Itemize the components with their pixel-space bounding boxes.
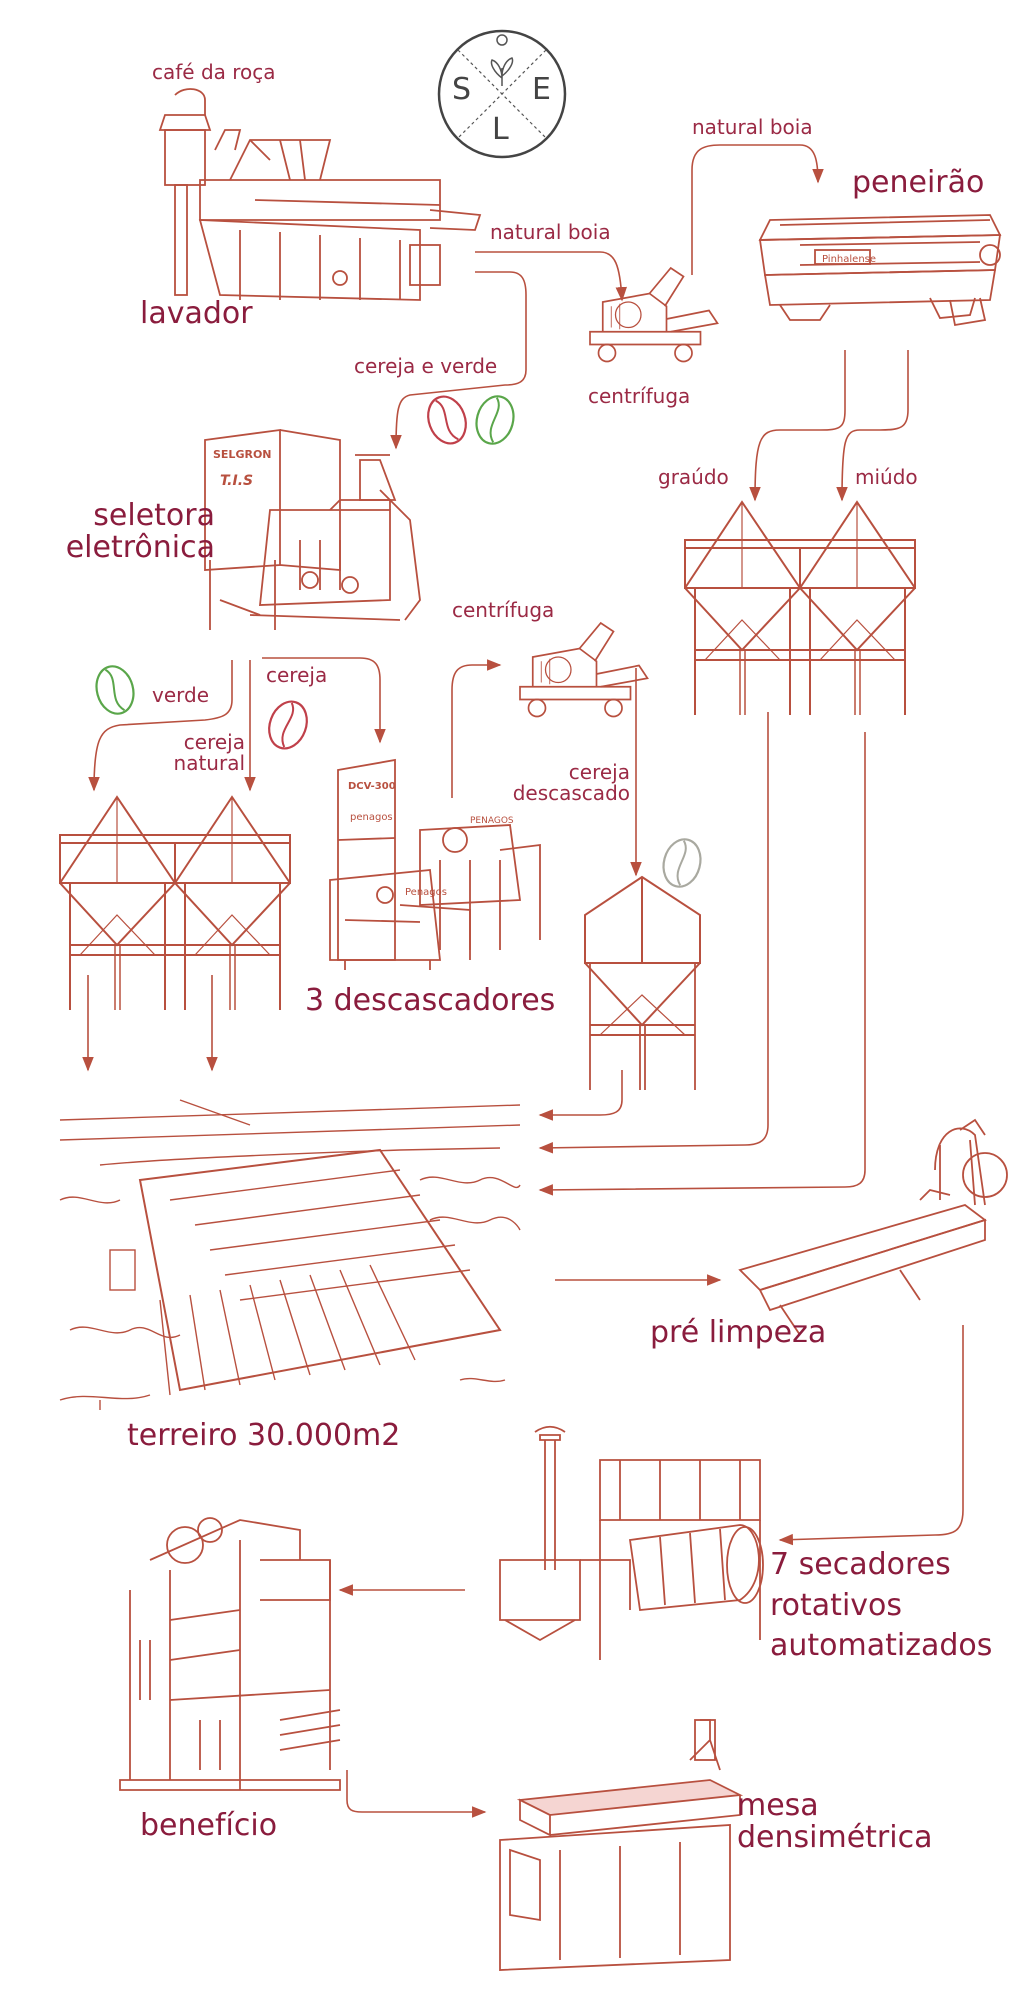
label-centrifuga-1: centrífuga [588, 384, 691, 408]
label-7-secadores: 7 secadores rotativos automatizados [770, 1545, 1020, 1667]
bean-red-icon-2 [261, 695, 315, 755]
flow-arrows [82, 144, 964, 1818]
label-seletora-eletronica: seletora eletrônica [45, 500, 215, 563]
beneficio-machine-icon [119, 1517, 341, 1791]
secadores-machine-icon [499, 1425, 764, 1660]
label-mesa-densimetrica: mesa densimétrica [737, 1790, 977, 1853]
arrow-seletora-cereja [262, 657, 386, 744]
mesa-densimetrica-machine-icon [499, 1719, 744, 1971]
centrifuga-1-icon [589, 267, 719, 363]
label-natural-boia-1: natural boia [490, 220, 611, 244]
label-cereja-natural: cereja natural [150, 732, 245, 774]
pre-limpeza-machine-icon [738, 1118, 1008, 1336]
label-terreiro: terreiro 30.000m2 [127, 1418, 401, 1453]
seletora-machine-icon [204, 428, 421, 630]
label-centrifuga-2: centrífuga [452, 598, 555, 622]
dcv-brand: DCV-300 [348, 781, 396, 792]
silo-graudo-miudo-icon [684, 501, 916, 716]
arrow-lavador-seletora [390, 271, 527, 450]
label-seletora-text: seletora eletrônica [65, 498, 215, 565]
selgron-brand: SELGRON [213, 448, 272, 461]
label-graudo: graúdo [658, 465, 729, 489]
arrow-descascador-centrifuga [451, 659, 502, 798]
label-3-descascadores: 3 descascadores [305, 983, 556, 1018]
label-lavador: lavador [140, 296, 253, 331]
label-cereja-natural-text: cereja natural [173, 730, 245, 775]
arrow-miudo-terreiro [538, 732, 866, 1196]
label-cereja-descascado-text: cereja descascado [512, 760, 630, 805]
penagos-brand-3: Penagos [405, 887, 447, 898]
label-peneirao: peneirão [852, 165, 985, 200]
centrifuga-2-icon [519, 622, 649, 718]
label-cafe-da-roca: café da roça [152, 60, 276, 84]
arrow-prelimpeza-secadores [778, 1325, 964, 1546]
label-cereja-e-verde: cereja e verde [354, 354, 498, 378]
bean-red-icon-1 [420, 390, 474, 450]
arrow-seletora-verde [88, 660, 233, 792]
silo-descascado-icon [584, 876, 701, 1091]
label-beneficio: benefício [140, 1808, 278, 1843]
peneirao-machine-icon [758, 214, 1002, 327]
penagos-brand-2: PENAGOS [470, 816, 514, 826]
label-secadores-text: 7 secadores rotativos automatizados [770, 1547, 993, 1663]
sel-logo-icon [437, 29, 567, 159]
label-natural-boia-2: natural boia [692, 115, 813, 139]
logo-letter-l: L [492, 112, 509, 147]
logo-letter-e: E [532, 72, 551, 107]
arrow-peneirao-miudo [836, 350, 909, 502]
bean-green-icon-2 [90, 661, 140, 719]
label-cereja-descascado: cereja descascado [500, 762, 630, 804]
label-mesa-text: mesa densimétrica [737, 1788, 933, 1855]
label-pre-limpeza: pré limpeza [650, 1315, 827, 1350]
label-cereja: cereja [266, 663, 328, 687]
descascadores-machine-icon [329, 758, 541, 970]
silo-verde-cereja-icon [59, 796, 291, 1011]
logo-letter-s: S [452, 72, 472, 107]
arrow-centrifuga-peneirao [691, 144, 824, 275]
lavador-machine-icon [158, 88, 482, 301]
arrow-beneficio-mesa [346, 1770, 487, 1818]
arrow-descascado-terreiro [538, 1070, 623, 1121]
penagos-brand: penagos [350, 812, 393, 823]
bean-gray-icon [657, 834, 707, 892]
terreiro-landscape-icon [59, 1099, 521, 1410]
label-verde: verde [152, 683, 210, 707]
arrow-peneirao-graudo [749, 350, 846, 502]
arrow-lavador-centrifuga [475, 251, 628, 302]
arrow-graudo-terreiro [538, 712, 769, 1154]
label-miudo: miúdo [855, 465, 918, 489]
bean-green-icon-1 [470, 391, 520, 449]
pinhalense-brand: Pinhalense [822, 254, 876, 265]
tis-brand: T.I.S [220, 473, 253, 489]
